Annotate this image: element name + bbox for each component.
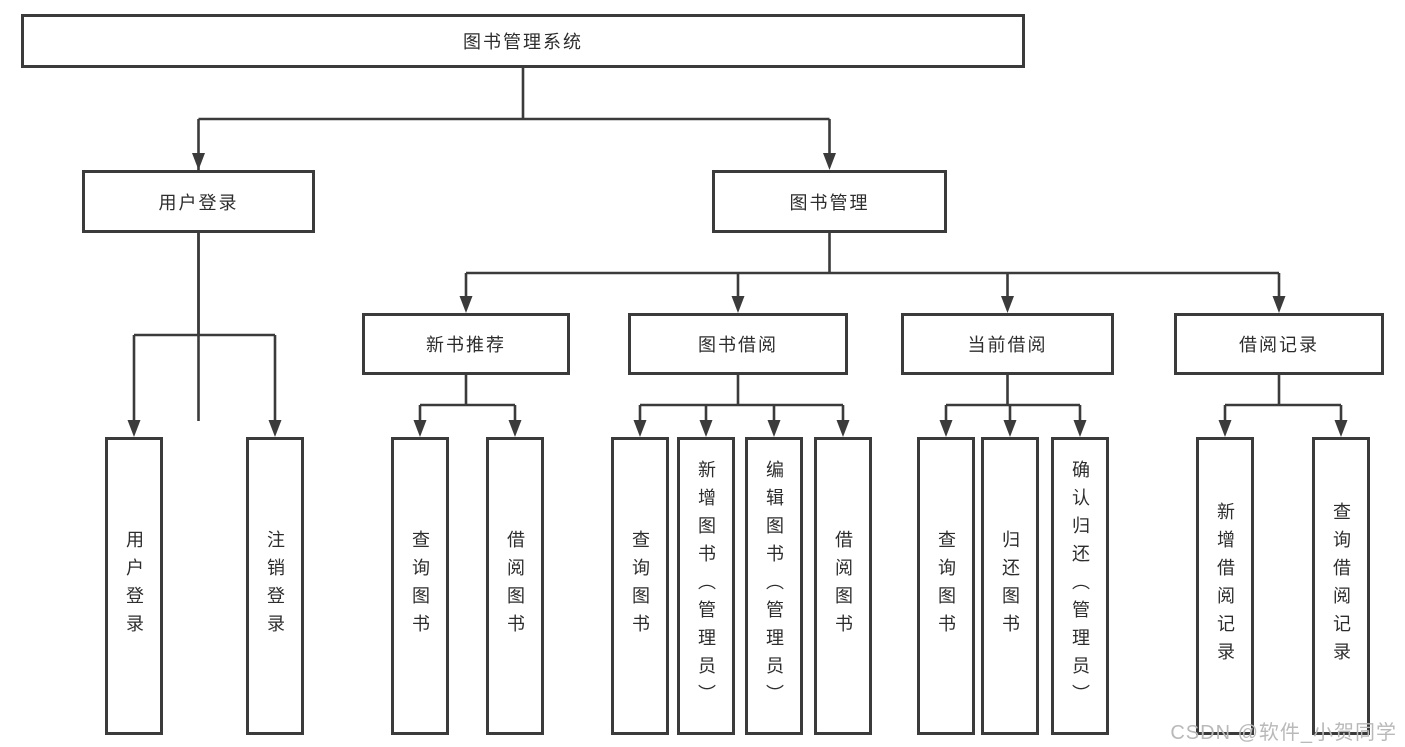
leaf-cb-return-books: 归还图书 bbox=[981, 437, 1039, 735]
leaf-label: 新增借阅记录 bbox=[1215, 502, 1235, 670]
node-borrowing-records: 借阅记录 bbox=[1174, 313, 1384, 375]
connector-book-management-bus bbox=[464, 233, 1281, 298]
leaf-br-add-record: 新增借阅记录 bbox=[1196, 437, 1254, 735]
node-book-borrowing: 图书借阅 bbox=[628, 313, 848, 375]
leaf-label: 注销登录 bbox=[265, 530, 285, 642]
leaf-label: 查询图书 bbox=[630, 530, 650, 642]
node-label: 图书借阅 bbox=[698, 335, 778, 355]
leaf-label: 归还图书 bbox=[1000, 530, 1020, 642]
leaf-nbr-query-books: 查询图书 bbox=[391, 437, 449, 735]
leaf-label: 查询图书 bbox=[410, 530, 430, 642]
csdn-watermark: CSDN @软件_小贺同学 bbox=[1170, 722, 1397, 744]
leaf-logout: 注销登录 bbox=[246, 437, 304, 735]
node-user-login: 用户登录 bbox=[82, 170, 315, 233]
node-label: 图书管理 bbox=[789, 192, 870, 213]
connector-new-book-recommend-bus bbox=[418, 375, 517, 421]
leaf-label: 查询借阅记录 bbox=[1331, 502, 1351, 670]
connector-current-borrowing-bus bbox=[944, 375, 1082, 421]
node-label: 当前借阅 bbox=[967, 335, 1048, 355]
leaf-label: 确认归还（管理员） bbox=[1070, 460, 1090, 712]
leaf-label: 借阅图书 bbox=[505, 530, 525, 642]
node-label: 用户登录 bbox=[158, 192, 239, 213]
leaf-br-query-record: 查询借阅记录 bbox=[1312, 437, 1370, 735]
leaf-cb-confirm-return-admin: 确认归还（管理员） bbox=[1051, 437, 1109, 735]
leaf-label: 借阅图书 bbox=[833, 530, 853, 642]
leaf-bb-add-books-admin: 新增图书（管理员） bbox=[677, 437, 735, 735]
leaf-bb-edit-books-admin: 编辑图书（管理员） bbox=[745, 437, 803, 735]
leaf-label: 新增图书（管理员） bbox=[696, 460, 716, 712]
node-current-borrowing: 当前借阅 bbox=[901, 313, 1114, 375]
leaf-cb-query-books: 查询图书 bbox=[917, 437, 975, 735]
connector-borrowing-records-bus bbox=[1223, 375, 1343, 421]
leaf-user-login: 用户登录 bbox=[105, 437, 163, 735]
leaf-bb-query-books: 查询图书 bbox=[611, 437, 669, 735]
connector-user-login-bus bbox=[132, 233, 277, 421]
node-label: 借阅记录 bbox=[1239, 335, 1319, 355]
node-label: 新书推荐 bbox=[426, 335, 506, 355]
leaf-bb-borrow-books: 借阅图书 bbox=[814, 437, 872, 735]
leaf-nbr-borrow-books: 借阅图书 bbox=[486, 437, 544, 735]
leaf-label: 编辑图书（管理员） bbox=[764, 460, 784, 712]
node-library-management-system: 图书管理系统 bbox=[21, 14, 1025, 68]
node-label: 图书管理系统 bbox=[463, 32, 583, 52]
node-new-book-recommend: 新书推荐 bbox=[362, 313, 570, 375]
leaf-label: 用户登录 bbox=[124, 530, 144, 642]
node-book-management: 图书管理 bbox=[712, 170, 947, 233]
connector-book-borrowing-bus bbox=[638, 375, 845, 421]
leaf-label: 查询图书 bbox=[936, 530, 956, 642]
